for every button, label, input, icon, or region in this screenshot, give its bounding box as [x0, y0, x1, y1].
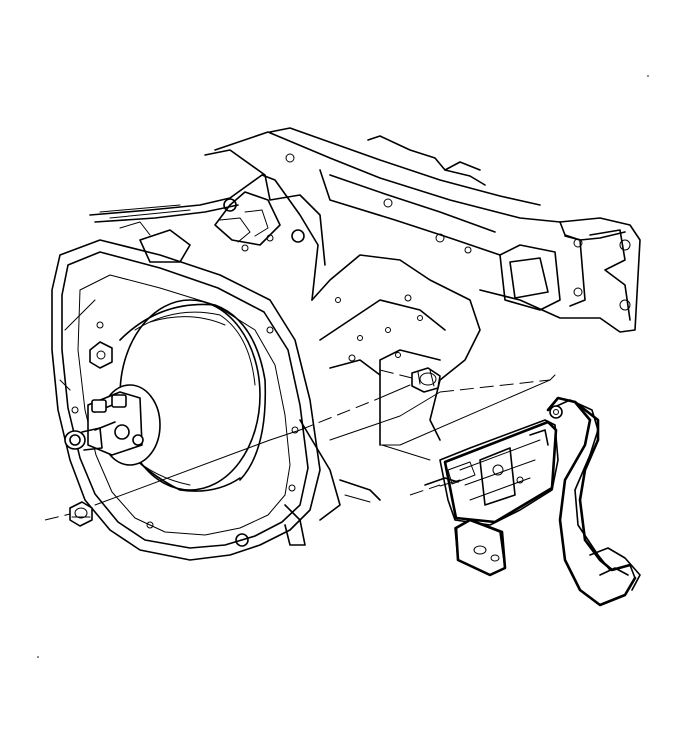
dash-panel — [89, 149, 481, 521]
vehicle-frame — [214, 127, 641, 333]
alignment-lines — [44, 369, 556, 521]
brake-pedal-assembly — [424, 396, 641, 607]
stray-dot — [37, 656, 39, 658]
pedal-bracket-bolt — [411, 367, 441, 393]
booster-nut — [69, 501, 93, 527]
stray-dot — [647, 75, 649, 77]
master-cylinder — [64, 384, 161, 466]
